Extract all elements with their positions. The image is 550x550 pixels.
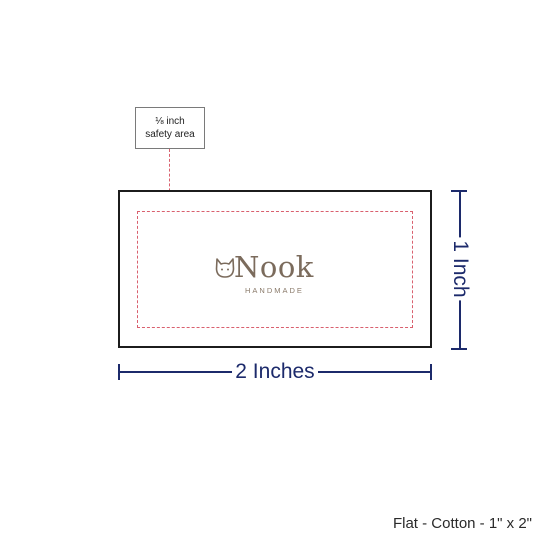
safety-area-outline bbox=[137, 211, 413, 328]
width-right-tick bbox=[430, 364, 432, 380]
callout-leader-line bbox=[169, 149, 170, 211]
safety-area-callout: ⅛ inch safety area bbox=[135, 107, 205, 149]
cat-head-icon bbox=[215, 258, 235, 278]
width-left-tick bbox=[118, 364, 120, 380]
height-top-tick bbox=[451, 190, 467, 192]
height-bottom-tick bbox=[451, 348, 467, 350]
width-dimension: 2 Inches bbox=[118, 358, 432, 388]
brand-logo: Nook HANDMADE bbox=[214, 250, 334, 302]
callout-line-2: safety area bbox=[145, 129, 195, 140]
product-caption: Flat - Cotton - 1" x 2" bbox=[392, 515, 532, 532]
logo-wordmark: Nook bbox=[234, 250, 314, 284]
width-label: 2 Inches bbox=[232, 360, 318, 383]
callout-line-1: ⅛ inch bbox=[155, 116, 185, 127]
label-outline bbox=[118, 190, 432, 348]
height-label: 1 Inch bbox=[447, 237, 473, 301]
logo-subtitle: HANDMADE bbox=[245, 286, 304, 295]
